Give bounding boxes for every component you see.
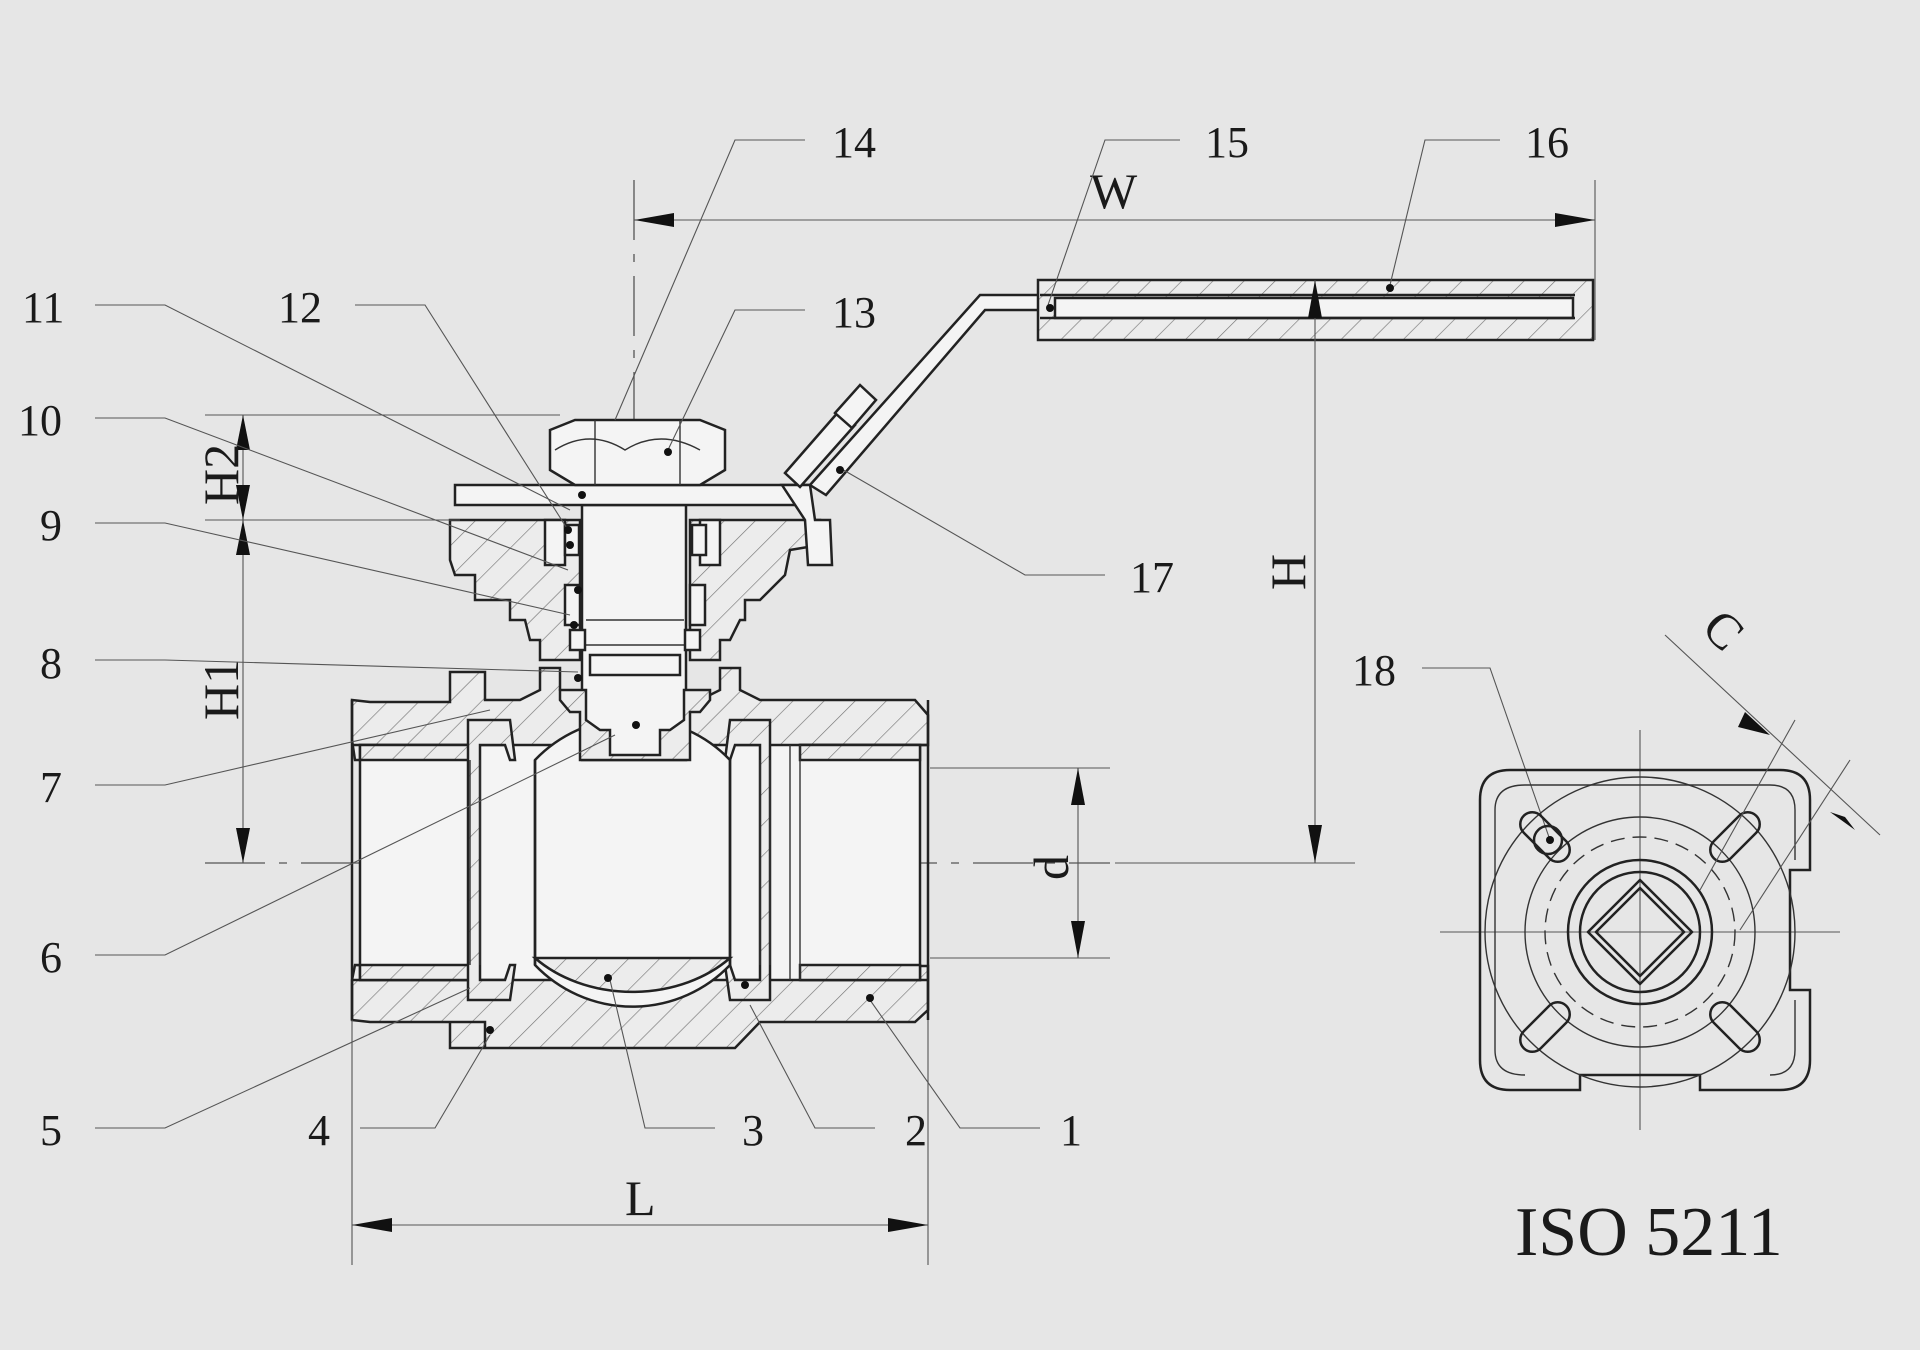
- callout-8: 8: [40, 639, 62, 688]
- dimensions: W H H2 H1 d L: [193, 163, 1596, 1265]
- dim-label-h: H: [1260, 554, 1316, 590]
- callout-18: 18: [1352, 646, 1396, 695]
- callout-14: 14: [832, 118, 876, 167]
- dim-label-d: d: [1023, 855, 1079, 880]
- callout-numbers: 1 2 3 4 5 6 7 8 9 10 11 12 13 14 15 16 1…: [18, 118, 1569, 1155]
- iso-standard-label: ISO 5211: [1515, 1194, 1783, 1271]
- callout-6: 6: [40, 933, 62, 982]
- dim-label-c: C: [1692, 598, 1755, 661]
- callout-12: 12: [278, 283, 322, 332]
- callout-17: 17: [1130, 553, 1174, 602]
- callout-9: 9: [40, 501, 62, 550]
- dim-label-h1: H1: [193, 659, 249, 720]
- callout-1: 1: [1060, 1106, 1082, 1155]
- dim-label-h2: H2: [193, 444, 249, 505]
- callout-11: 11: [22, 283, 64, 332]
- callout-4: 4: [308, 1106, 330, 1155]
- leader-lines: [95, 139, 1551, 1129]
- leader-dots: [486, 284, 1554, 1034]
- iso5211-flange-view: C: [1440, 598, 1881, 1130]
- callout-10: 10: [18, 396, 62, 445]
- callout-7: 7: [40, 763, 62, 812]
- callout-5: 5: [40, 1106, 62, 1155]
- callout-15: 15: [1205, 118, 1249, 167]
- callout-16: 16: [1525, 118, 1569, 167]
- valve-body-section: [350, 418, 930, 1050]
- callout-13: 13: [832, 288, 876, 337]
- lever-handle: [779, 278, 1595, 567]
- dim-label-w: W: [1090, 163, 1138, 219]
- dim-label-l: L: [625, 1170, 656, 1226]
- callout-3: 3: [742, 1106, 764, 1155]
- callout-2: 2: [905, 1106, 927, 1155]
